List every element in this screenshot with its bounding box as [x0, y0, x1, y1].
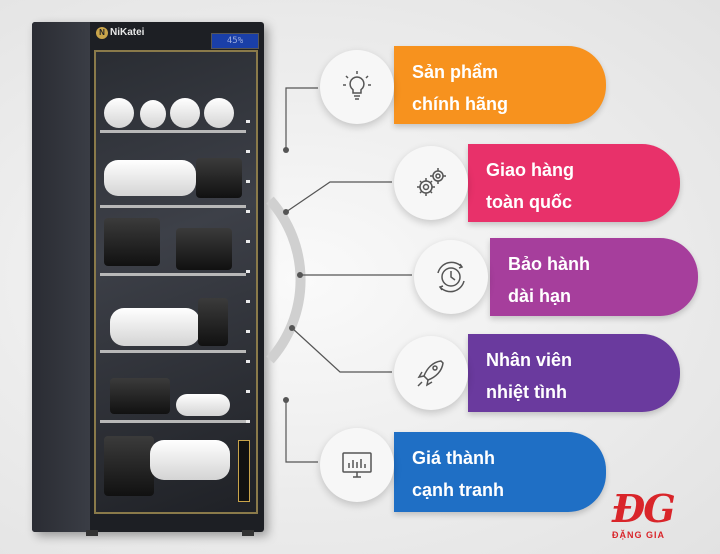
feature-pill-4: Nhân viên nhiệt tình [468, 334, 680, 412]
led-strip [246, 120, 250, 500]
shelf [100, 273, 246, 276]
cabinet-side [32, 22, 90, 532]
feature-3-line1: Bảo hành [508, 254, 591, 274]
connector-line-4 [291, 327, 392, 373]
shelf [100, 420, 246, 423]
feature-4-line2: nhiệt tình [486, 382, 567, 402]
feature-4-line1: Nhân viên [486, 350, 573, 370]
lens [176, 394, 230, 416]
camera [176, 228, 232, 270]
clock-cycle-icon [414, 240, 488, 314]
lens [204, 98, 234, 128]
shelf [100, 205, 246, 208]
humidity-display: 45% [211, 33, 259, 49]
camera [104, 436, 154, 496]
connector-line-5 [285, 400, 318, 463]
feature-1-line1: Sản phẩm [412, 62, 499, 82]
brand-text: NiKatei [110, 27, 145, 38]
brand-badge: N [96, 27, 108, 39]
gears-icon [394, 146, 468, 220]
rocket-icon [394, 336, 468, 410]
connector-dot [283, 147, 289, 153]
feature-pill-1: Sản phẩm chính hãng [394, 46, 606, 124]
feature-2-line1: Giao hàng [486, 160, 575, 180]
connector-dot [283, 397, 289, 403]
cabinet-foot [86, 530, 98, 536]
logo-name: ĐẶNG GIA [612, 530, 665, 540]
shelf [100, 130, 246, 133]
feature-5-line2: cạnh tranh [412, 480, 505, 500]
feature-5-line1: Giá thành [412, 448, 496, 468]
dang-gia-logo: ĐG ĐẶNG GIA [594, 486, 714, 548]
camera [196, 158, 242, 198]
connector-dot [289, 325, 295, 331]
feature-3-line2: dài hạn [508, 286, 572, 306]
shelf [100, 350, 246, 353]
connector-line-1 [285, 87, 318, 150]
camera [110, 378, 170, 414]
lens [170, 98, 200, 128]
telephoto-lens [104, 160, 196, 196]
display-text: 45% [226, 36, 244, 46]
cabinet-foot [242, 530, 254, 536]
monitor-chart-icon [320, 428, 394, 502]
feature-pill-2: Giao hàng toàn quốc [468, 144, 680, 222]
camera [198, 298, 228, 346]
feature-pill-3: Bảo hành dài hạn [490, 238, 698, 316]
lens [104, 98, 134, 128]
connector-dot [283, 209, 289, 215]
feature-2-line2: toàn quốc [486, 192, 572, 212]
arc-decoration [266, 196, 306, 364]
connector-line-2 [285, 181, 392, 213]
connector-dot [297, 272, 303, 278]
lens [140, 100, 166, 128]
logo-mark: ĐG [612, 486, 676, 531]
model-label [238, 440, 250, 502]
telephoto-lens [150, 440, 230, 480]
camera [104, 218, 160, 266]
feature-pill-5: Giá thành cạnh tranh [394, 432, 606, 512]
telephoto-lens [110, 308, 200, 346]
lightbulb-icon [320, 50, 394, 124]
feature-1-line2: chính hãng [412, 94, 508, 114]
